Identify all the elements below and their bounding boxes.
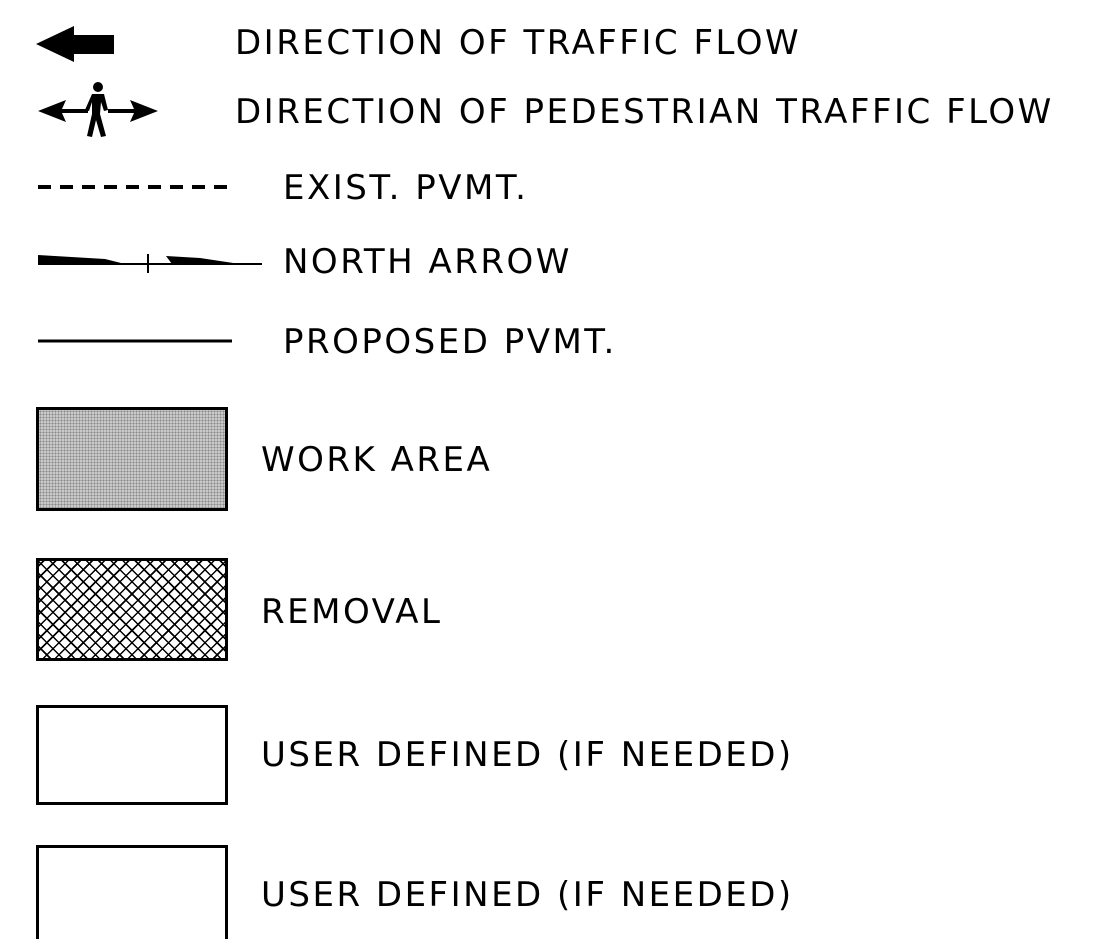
legend-row-removal: REMOVAL — [0, 555, 1110, 665]
legend-row-traffic-flow: DIRECTION OF TRAFFIC FLOW — [0, 20, 1110, 70]
legend-label-removal: REMOVAL — [261, 592, 443, 632]
legend-row-user-defined-1: USER DEFINED (IF NEEDED) — [0, 700, 1110, 810]
legend-label-user-defined-1: USER DEFINED (IF NEEDED) — [261, 735, 794, 775]
traffic-flow-arrow-icon — [36, 26, 114, 62]
legend-label-north-arrow: NORTH ARROW — [283, 242, 572, 282]
legend-label-user-defined-2: USER DEFINED (IF NEEDED) — [261, 875, 794, 915]
legend-label-work-area: WORK AREA — [261, 440, 493, 480]
legend-label-proposed-pvmt: PROPOSED PVMT. — [283, 322, 617, 362]
legend-row-north-arrow: NORTH ARROW — [0, 240, 1110, 285]
legend-row-proposed-pvmt: PROPOSED PVMT. — [0, 320, 1110, 365]
removal-swatch — [36, 558, 228, 661]
user-defined-swatch — [36, 705, 228, 805]
legend-row-work-area: WORK AREA — [0, 405, 1110, 515]
legend-label-exist-pvmt: EXIST. PVMT. — [283, 168, 529, 208]
north-arrow-icon — [38, 254, 262, 273]
legend-label-pedestrian-flow: DIRECTION OF PEDESTRIAN TRAFFIC FLOW — [235, 92, 1054, 132]
work-area-swatch — [36, 407, 228, 511]
user-defined-swatch — [36, 845, 228, 939]
dashed-line-icon — [38, 185, 230, 189]
legend-row-pedestrian-flow: DIRECTION OF PEDESTRIAN TRAFFIC FLOW — [0, 80, 1110, 140]
legend-row-user-defined-2: USER DEFINED (IF NEEDED) — [0, 840, 1110, 939]
pedestrian-flow-icon — [38, 82, 158, 137]
legend-label-traffic-flow: DIRECTION OF TRAFFIC FLOW — [235, 23, 802, 63]
solid-line-icon — [38, 339, 232, 343]
legend-row-exist-pvmt: EXIST. PVMT. — [0, 165, 1110, 210]
